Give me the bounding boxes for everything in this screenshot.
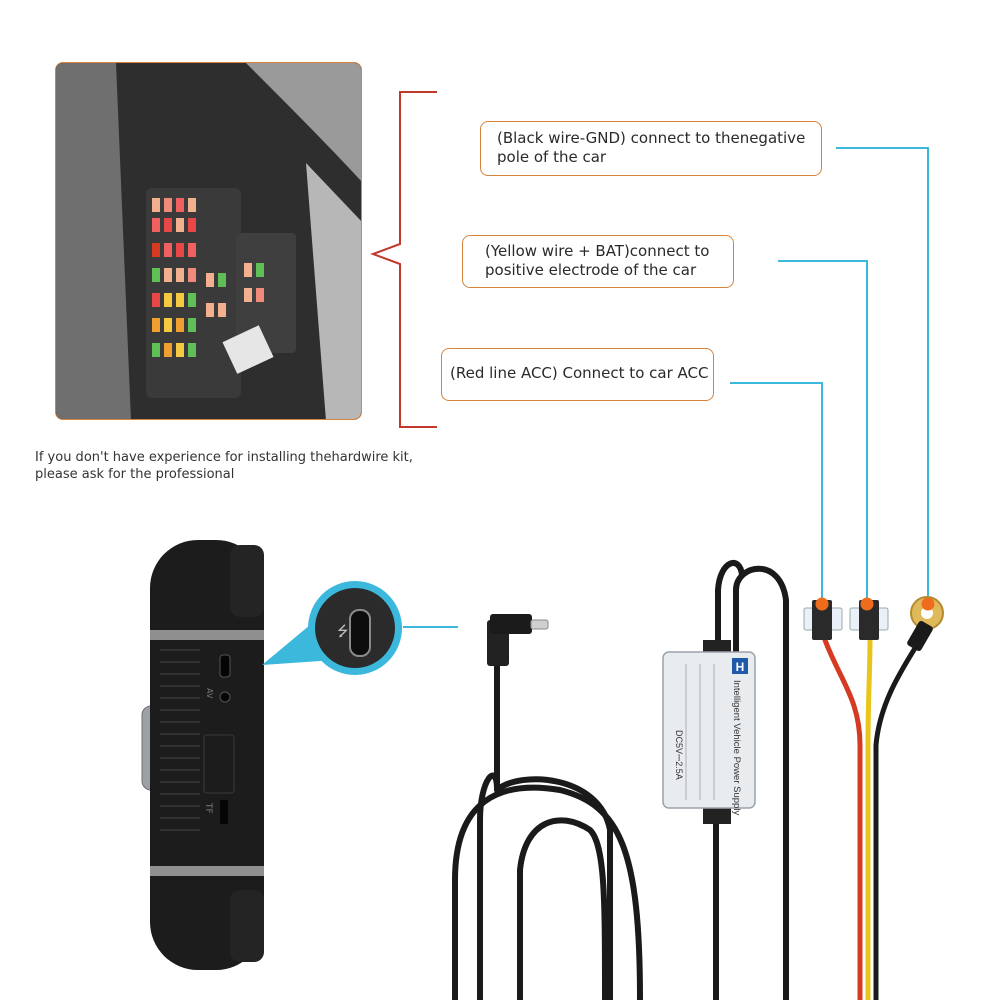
leader-line-acc (730, 382, 823, 604)
callout-acc: (Red line ACC) Connect to car ACC (441, 348, 714, 401)
callout-bat-line2: positive electrode of the car (485, 261, 697, 279)
power-box-title: Intelligent Vehicle Power Supply (731, 680, 742, 815)
note-line2: please ask for the professional (35, 467, 235, 482)
camera-av-label: AV (205, 688, 214, 699)
camera-usb-port (219, 654, 231, 678)
fuse-box-photo (55, 62, 362, 420)
terminal-bat-fuse (849, 600, 889, 640)
power-box-logo: H (736, 660, 745, 674)
camera-av-port (219, 691, 231, 703)
callout-gnd-line2: pole of the car (497, 148, 607, 166)
note-line1: If you don't have experience for install… (35, 450, 413, 465)
leader-lines (403, 147, 929, 628)
usb-port-zoom: ⭍ (262, 581, 402, 675)
camera-tf-label: TF (203, 802, 213, 814)
wire-bundle (822, 637, 923, 1000)
usb-icon: ⭍ (337, 624, 349, 640)
grouping-bracket (370, 91, 437, 428)
callout-bat-line1: (Yellow wire + BAT)connect to (485, 242, 710, 260)
leader-line-bat (778, 260, 868, 604)
coiled-cable (452, 560, 789, 1000)
power-module: H Intelligent Vehicle Power Supply DC5V⎓… (662, 640, 756, 824)
fuse-grid (152, 198, 264, 357)
connection-markers (815, 597, 935, 611)
professional-note: If you don't have experience for install… (35, 449, 413, 483)
callout-gnd-line1: (Black wire-GND) connect to thenegative (497, 129, 806, 147)
terminal-acc-fuse (803, 600, 843, 640)
power-box-output: DC5V⎓2.5A (674, 730, 684, 780)
callout-gnd: (Black wire-GND) connect to thenegative … (480, 121, 822, 176)
callout-bat: (Yellow wire + BAT)connect to positive e… (462, 235, 734, 288)
callout-acc-text: (Red line ACC) Connect to car ACC (450, 364, 709, 382)
usb-c-plug (487, 614, 549, 666)
camera-tf-slot (220, 800, 228, 824)
terminal-gnd-ring (907, 596, 944, 652)
dash-camera: AV TF (141, 540, 264, 970)
brand-logo-icon (732, 658, 748, 674)
leader-line-gnd (836, 147, 929, 604)
